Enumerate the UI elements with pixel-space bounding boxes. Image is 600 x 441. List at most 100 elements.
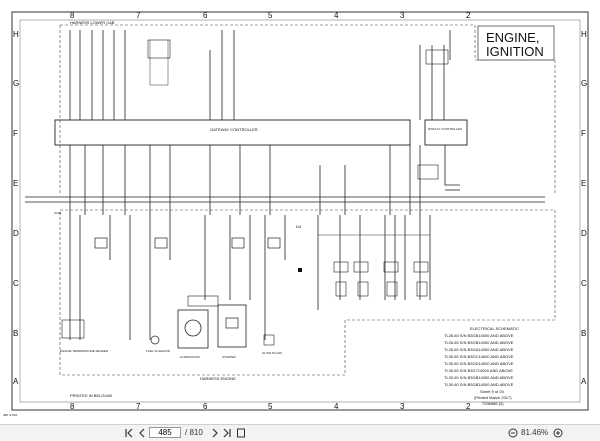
schematic-title-line1: ENGINE, (486, 30, 539, 45)
grid-col-label: 2 (466, 402, 471, 411)
inner-frame (19, 19, 581, 403)
first-page-icon (125, 428, 133, 438)
zoom-in-icon (553, 428, 563, 438)
starter-symbol (225, 317, 239, 329)
grid-row-label: E (581, 179, 586, 188)
harness-engine-boundary (59, 209, 556, 376)
grid-col-label: 5 (268, 11, 273, 20)
grid-row-label: D (581, 229, 587, 238)
info-line: TL30.60 S/N B3GC14000 AND ABOVE (444, 354, 514, 359)
zoom-out-button[interactable] (508, 425, 518, 441)
grid-columns-bottom: 8 7 6 5 4 3 2 (70, 402, 471, 411)
prev-page-button[interactable] (137, 425, 147, 441)
info-heading: ELECTRICAL SCHEMATIC (470, 326, 519, 331)
grid-row-label: H (581, 30, 587, 39)
zoom-out-icon (508, 428, 518, 438)
grid-col-label: 6 (203, 11, 208, 20)
page-number-input[interactable] (149, 427, 181, 438)
starter-label: STARTER (222, 355, 237, 359)
gateway-controller-box (54, 119, 411, 146)
viewer-toolbar: / 810 81.46% (0, 424, 600, 441)
next-page-button[interactable] (210, 425, 220, 441)
engine-temp-connector (61, 319, 85, 339)
grid-col-label: 8 (70, 402, 75, 411)
grid-row-label: G (13, 79, 19, 88)
starter-box (217, 304, 247, 348)
zoom-level: 81.46% (521, 428, 549, 437)
fuse-box (187, 295, 219, 307)
glow-plugs-symbol (263, 334, 275, 346)
info-part-number: 7296586 (0) (482, 401, 504, 406)
alternator-symbol (184, 319, 202, 337)
right-sensors (317, 215, 431, 310)
grid-rows-right: H G F E D C B A (581, 30, 587, 386)
glow-plugs-label: GLOW PLUGS (262, 351, 282, 355)
grid-row-label: B (581, 329, 586, 338)
fuel-solenoid-label: FUEL SOLENOID (146, 349, 171, 353)
alternator-box (177, 309, 209, 349)
display-controller-box (424, 119, 468, 146)
last-page-icon (223, 428, 231, 438)
upper-wires (69, 30, 451, 120)
info-block: ELECTRICAL SCHEMATIC TL26.60 S/N B3GB140… (444, 326, 519, 406)
harness-lower-cab-boundary (60, 24, 556, 195)
grid-rows-left: H G F E D C B A (13, 30, 19, 386)
grid-row-label: C (13, 279, 19, 288)
page-total: / 810 (185, 428, 203, 437)
grid-col-label: 3 (400, 402, 405, 411)
grid-col-label: 7 (136, 402, 141, 411)
info-printed-date: (Printed March 2017) (474, 395, 512, 400)
prev-page-icon (139, 428, 145, 438)
harness-lower-cab-label: HARNESS LOWER CAB (70, 20, 115, 25)
mid-wires (69, 145, 460, 215)
info-line: TL30.60 S/N B3G714000 AND ABOVE (444, 368, 513, 373)
schematic-page: 8 7 6 5 4 3 2 8 7 6 5 4 3 2 H G F E D C … (3, 11, 589, 417)
grid-row-label: F (13, 129, 18, 138)
grid-col-label: 8 (70, 11, 75, 20)
gateway-controller-label: GATEWAY CONTROLLER (210, 127, 258, 132)
last-page-button[interactable] (222, 425, 232, 441)
grid-row-label: G (581, 79, 587, 88)
grid-row-label: A (13, 377, 19, 386)
marker-d4: D4 (296, 224, 302, 229)
grid-columns-top: 8 7 6 5 4 3 2 (70, 11, 471, 20)
info-line: TL26.60 S/N B3GA14000 AND ABOVE (444, 347, 514, 352)
grid-row-label: H (13, 30, 19, 39)
grid-col-label: 4 (334, 402, 339, 411)
grid-col-label: 3 (400, 11, 405, 20)
grid-col-label: 2 (466, 11, 471, 20)
grid-col-label: 6 (203, 402, 208, 411)
grid-row-label: A (581, 377, 587, 386)
grid-row-label: C (581, 279, 587, 288)
grid-row-label: D (13, 229, 19, 238)
grid-col-label: 7 (136, 11, 141, 20)
grid-col-label: 5 (268, 402, 273, 411)
info-line: TL30.60 S/N B3GB14000 AND ABOVE (444, 375, 514, 380)
title-box (477, 25, 555, 61)
relays (94, 215, 286, 340)
schematic-title-line2: IGNITION (486, 44, 544, 59)
page-footer: 485 of 810 (3, 413, 18, 417)
fit-page-button[interactable] (236, 425, 246, 441)
fuel-solenoid-symbol (150, 335, 160, 345)
grid-row-label: E (13, 179, 18, 188)
harness-engine-label: HARNESS ENGINE (200, 376, 236, 381)
engine-temp-label: ENGINE TEMPERATURE SENDER (60, 349, 109, 353)
info-line: TL30.60 S/N B3GB14000 AND ABOVE (444, 382, 514, 387)
page-frame (11, 11, 589, 411)
fit-page-icon (237, 428, 245, 438)
grid-col-label: 4 (334, 11, 339, 20)
grid-row-label: B (13, 329, 18, 338)
marker-square (298, 268, 302, 272)
alternator-label: ALTERNATOR (180, 355, 201, 359)
info-line: TL30.60 S/N B3GD14000 AND ABOVE (444, 361, 514, 366)
grid-row-label: F (581, 129, 586, 138)
first-page-button[interactable] (124, 425, 134, 441)
printed-in-belgium: PRINTED IN BELGIUM (70, 393, 112, 398)
info-line: TL26.60 S/N B3GB14000 AND ABOVE (444, 333, 514, 338)
info-line: TL26.60 S/N B3GB14000 AND ABOVE (444, 340, 514, 345)
next-page-icon (212, 428, 218, 438)
zoom-in-button[interactable] (553, 425, 563, 441)
connector-c220-label: C220 (54, 211, 62, 215)
